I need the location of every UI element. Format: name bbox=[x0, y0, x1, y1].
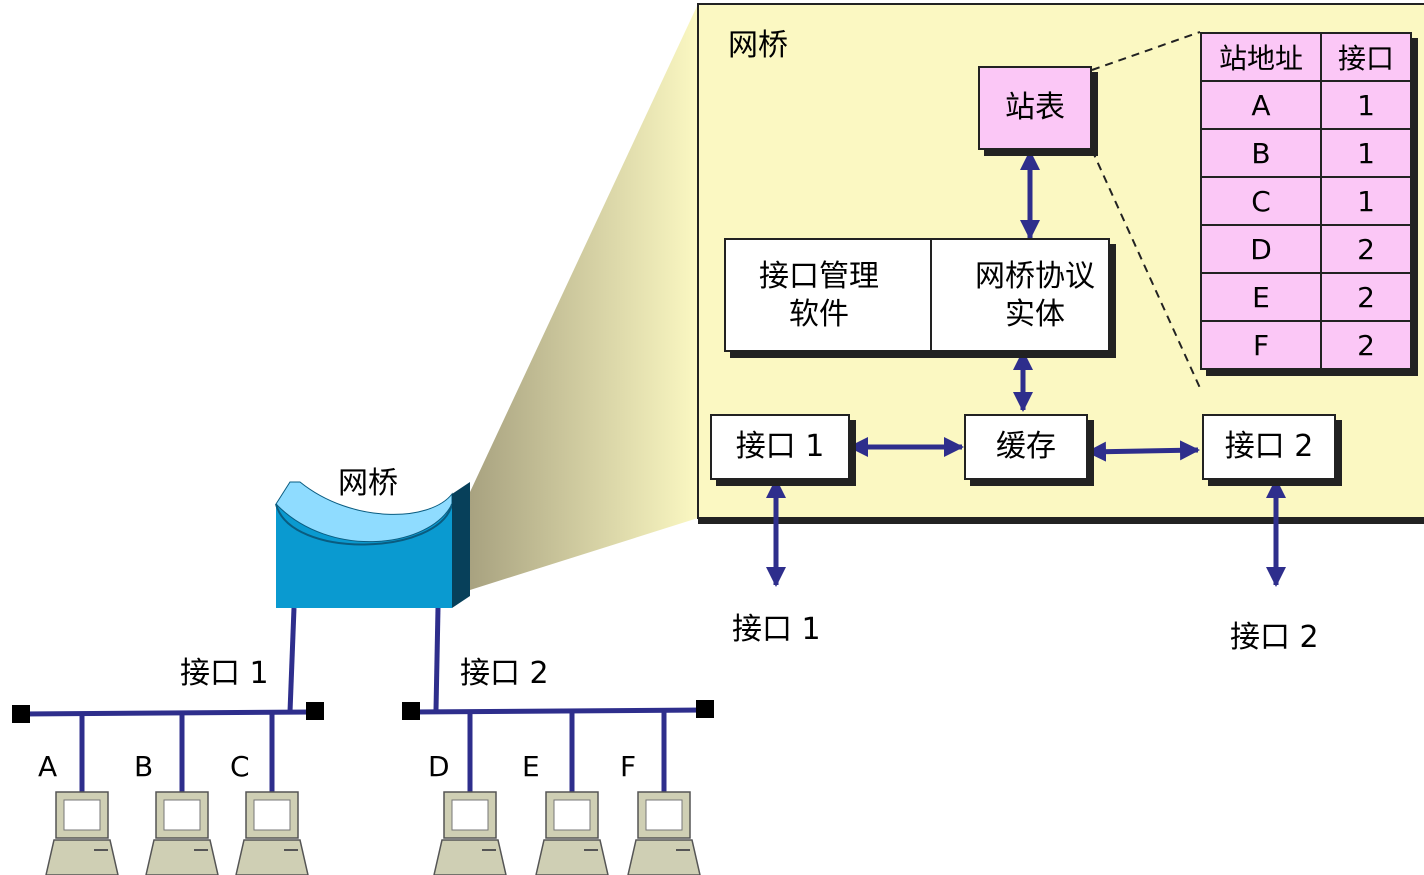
port2-box: 接口 2 bbox=[1202, 414, 1336, 480]
computer-terminal-icon bbox=[146, 792, 218, 875]
host-label-b: B bbox=[134, 750, 153, 783]
host-label-e: E bbox=[522, 750, 540, 783]
mgmt-software-label: 接口管理 软件 bbox=[734, 258, 904, 334]
bus-terminator bbox=[402, 702, 420, 720]
host-label-f: F bbox=[620, 750, 636, 783]
station-table-box: 站表 bbox=[978, 66, 1092, 150]
arrow-buffer-port2 bbox=[1088, 450, 1198, 452]
detail-title: 网桥 bbox=[728, 20, 788, 64]
table-header-address: 站地址 bbox=[1201, 33, 1321, 81]
bus-terminator bbox=[12, 705, 30, 723]
host-label-d: D bbox=[428, 750, 450, 783]
bridge-label: 网桥 bbox=[338, 458, 398, 502]
host-label-c: C bbox=[230, 750, 250, 783]
lan2-port-label: 接口 2 bbox=[460, 648, 549, 692]
bus-terminator bbox=[696, 700, 714, 718]
computer-terminal-icon bbox=[628, 792, 700, 875]
computer-terminal-icon bbox=[236, 792, 308, 875]
computer-terminal-icon bbox=[536, 792, 608, 875]
station-table-box-label: 站表 bbox=[1005, 89, 1065, 127]
zoom-cone bbox=[470, 4, 698, 590]
buffer-box: 缓存 bbox=[964, 414, 1088, 480]
port1-box: 接口 1 bbox=[710, 414, 850, 480]
lan-bus-1 bbox=[22, 712, 314, 714]
computer-terminal-icon bbox=[46, 792, 118, 875]
computer-terminal-icon bbox=[434, 792, 506, 875]
table-header-port: 接口 bbox=[1321, 33, 1411, 81]
software-box: 接口管理 软件 网桥协议 实体 bbox=[724, 238, 1110, 352]
port1-external-label: 接口 1 bbox=[732, 604, 821, 648]
port2-external-label: 接口 2 bbox=[1230, 612, 1319, 656]
host-label-a: A bbox=[38, 750, 57, 783]
protocol-entity-label: 网桥协议 实体 bbox=[960, 258, 1110, 334]
lan1-port-label: 接口 1 bbox=[180, 648, 269, 692]
bus-terminator bbox=[306, 702, 324, 720]
lan-bus-2 bbox=[412, 710, 706, 712]
